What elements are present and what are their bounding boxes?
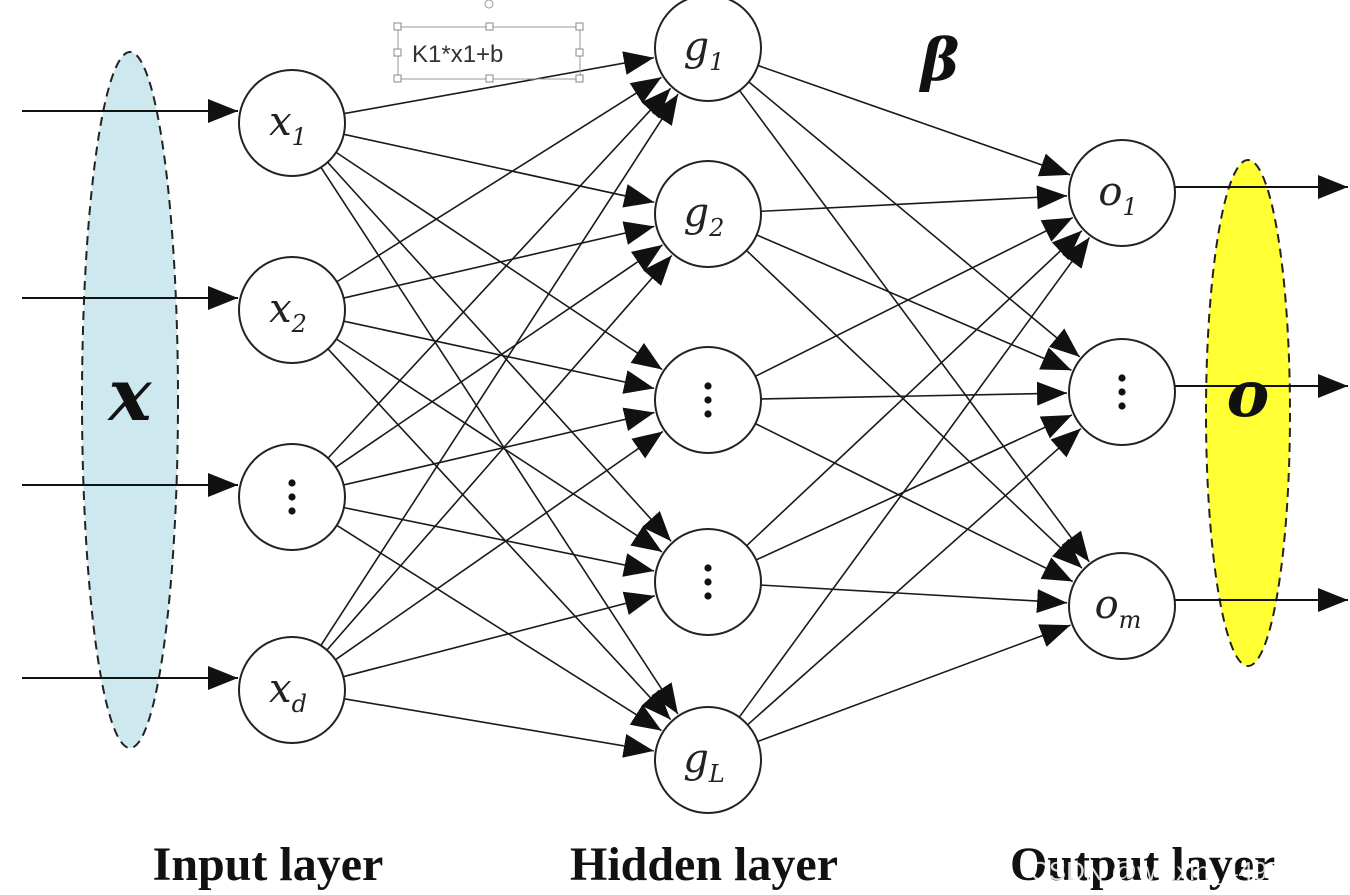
edge-hidden-3-output-3 [755, 422, 1074, 583]
nodes: x1 x2 xd g1 g2 gL o1 om [238, 0, 1176, 814]
hidden-layer-label: Hidden layer [570, 838, 838, 891]
edge-input-3-hidden-2 [335, 244, 663, 468]
ellipsis-dot [1118, 402, 1126, 410]
hidden-node-5: gL [654, 706, 762, 814]
ellipsis-dot [704, 592, 712, 600]
input-node-3 [238, 443, 346, 551]
edge-hidden-2-output-2 [756, 234, 1072, 372]
ellipsis-dot [704, 382, 712, 390]
edge-hidden-3-output-1 [755, 216, 1074, 378]
hidden-node-1: g1 [654, 0, 762, 102]
connection-lines [320, 51, 1091, 758]
edge-hidden-1-output-1 [757, 64, 1071, 177]
output-vector-label: o [1227, 357, 1270, 432]
edge-input-2-hidden-2 [343, 221, 655, 299]
ellipsis-dot [704, 564, 712, 572]
edge-input-4-hidden-1 [320, 93, 679, 646]
output-node-3: om [1068, 552, 1176, 660]
edge-input-3-hidden-3 [343, 407, 655, 486]
edge-input-2-hidden-5 [327, 348, 672, 721]
ellipsis-dot [704, 396, 712, 404]
hidden-node-3 [654, 346, 762, 454]
edge-input-3-hidden-1 [327, 87, 672, 459]
hidden-node-2-label: g2 [684, 190, 725, 242]
edge-input-1-hidden-2 [343, 133, 655, 208]
input-node-4-label: xd [269, 666, 307, 718]
hidden-node-4 [654, 528, 762, 636]
edge-hidden-5-output-1 [738, 236, 1091, 718]
watermark: CSDN @weixin_44953928 [1030, 856, 1340, 886]
input-layer-label: Input layer [153, 838, 384, 891]
ellipsis-dot [704, 410, 712, 418]
edge-hidden-5-output-3 [757, 624, 1071, 743]
annotation-textbox[interactable]: K1*x1+b [393, 0, 584, 83]
input-vector-label: x [107, 352, 153, 437]
edge-hidden-4-output-1 [746, 230, 1083, 547]
edge-hidden-5-output-2 [747, 427, 1082, 726]
edge-input-1-hidden-1 [344, 51, 655, 115]
io-arrows [22, 99, 1348, 690]
ellipsis-dot [1118, 374, 1126, 382]
edge-input-4-hidden-5 [344, 698, 654, 758]
edge-input-4-hidden-4 [343, 591, 655, 678]
edge-input-1-hidden-4 [326, 161, 672, 542]
edge-input-2-hidden-1 [336, 76, 662, 283]
output-node-2 [1068, 338, 1176, 446]
edge-hidden-4-output-3 [760, 584, 1068, 614]
edge-input-4-hidden-3 [335, 430, 664, 661]
edge-hidden-2-output-1 [760, 185, 1068, 213]
edge-input-2-hidden-4 [335, 338, 663, 553]
edge-hidden-2-output-3 [745, 249, 1083, 569]
annotation-text: K1*x1+b [412, 41, 503, 68]
output-layer-label: Output layer [1010, 838, 1275, 891]
input-node-4: xd [238, 636, 346, 744]
ellipsis-dot [288, 507, 296, 515]
ellipsis-dot [288, 479, 296, 487]
edge-input-1-hidden-3 [335, 151, 663, 371]
edge-input-2-hidden-3 [343, 320, 655, 394]
output-node-1: o1 [1068, 139, 1176, 247]
ellipsis-dot [1118, 388, 1126, 396]
edge-hidden-4-output-2 [755, 414, 1073, 561]
edge-input-3-hidden-5 [336, 524, 662, 732]
ellipsis-dot [704, 578, 712, 586]
hidden-node-2: g2 [654, 160, 762, 268]
input-node-2: x2 [238, 256, 346, 364]
edge-hidden-1-output-2 [748, 81, 1081, 358]
edge-hidden-3-output-2 [760, 381, 1068, 406]
edge-hidden-1-output-3 [738, 90, 1090, 563]
input-vector-ellipse [81, 51, 179, 749]
beta-weight-symbol: β [919, 26, 960, 94]
edge-input-1-hidden-5 [320, 166, 679, 715]
output-vector-ellipse [1205, 159, 1291, 667]
edge-input-4-hidden-2 [326, 254, 673, 651]
ellipsis-dot [288, 493, 296, 501]
edge-input-3-hidden-4 [343, 506, 655, 577]
input-node-1: x1 [238, 69, 346, 177]
